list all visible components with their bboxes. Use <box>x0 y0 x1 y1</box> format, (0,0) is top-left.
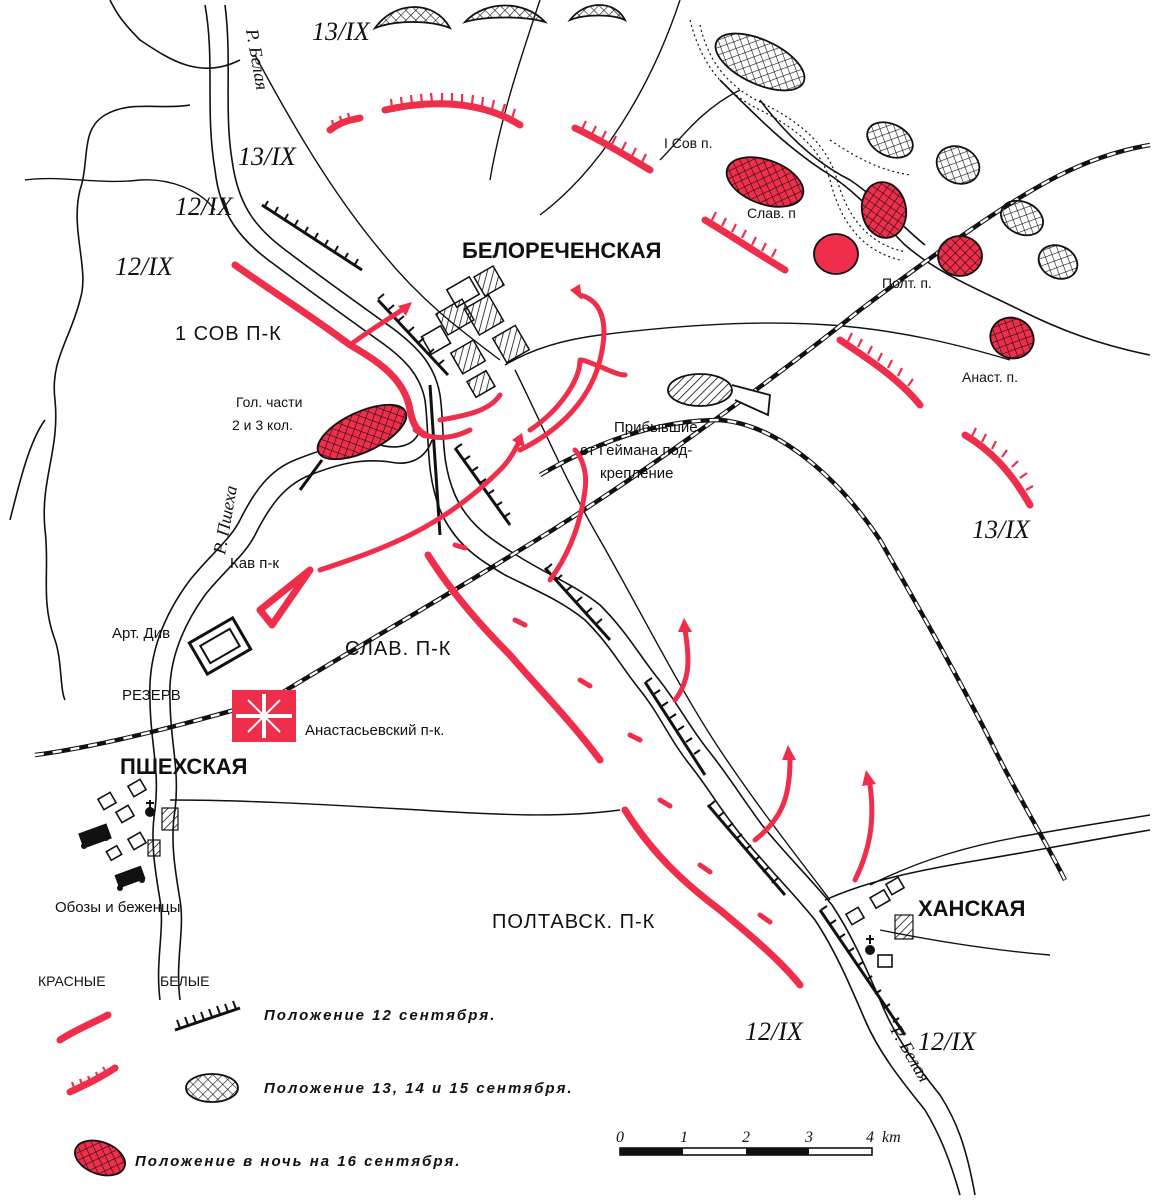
legend-row1-text: Положение 12 сентября. <box>264 1007 496 1024</box>
legend-red-oval-sample <box>74 1139 126 1177</box>
label-anast-p: Анаст. п. <box>962 369 1018 385</box>
red-positions-12-sept <box>187 261 804 989</box>
hill-hatching <box>689 19 911 261</box>
label-pshekhskaya: ПШЕХСКАЯ <box>120 754 247 779</box>
white-positions-12-sept <box>261 200 907 1036</box>
label-anast-regiment: Анастасьевский п-к. <box>305 722 444 739</box>
label-slav-regiment: СЛАВ. П-К <box>345 638 451 660</box>
legend-white-oval-sample <box>185 1073 239 1103</box>
date-12-b: 12/IX <box>115 252 174 281</box>
wagons-icon <box>78 823 146 891</box>
label-trains: Обозы и беженцы <box>55 899 180 916</box>
label-reserve: РЕЗЕРВ <box>122 687 181 704</box>
label-head-parts-1: Гол. части <box>236 394 302 410</box>
legend-row3-text: Положение в ночь на 16 сентября. <box>135 1153 461 1170</box>
map-legend: КРАСНЫЕ БЕЛЫЕ Положение 12 сентября. Пол… <box>38 973 574 1177</box>
legend-red-header: КРАСНЫЕ <box>38 973 106 989</box>
label-river-pshekha: Р. Пшеха <box>209 484 241 557</box>
label-slav-p: Слав. п <box>747 205 796 221</box>
artillery-division-block <box>187 615 253 677</box>
label-khanskaya: ХАНСКАЯ <box>918 896 1025 921</box>
label-reinforcement-1: Прибывшие <box>614 419 698 436</box>
date-12-a: 12/IX <box>175 192 234 221</box>
red-positions-13-15-sept <box>326 92 1034 509</box>
label-cav-regiment: Кав п-к <box>230 555 279 572</box>
date-13-river: 13/IX <box>238 142 297 171</box>
label-poltav-regiment: ПОЛТАВСК. П-К <box>492 911 655 933</box>
scale-tick-3: 3 <box>804 1129 813 1146</box>
date-12-bottom-right: 12/IX <box>918 1027 977 1056</box>
label-sov-1-regiment: 1 СОВ П-К <box>175 323 282 345</box>
town-belorechenskaya-blocks <box>420 264 531 399</box>
legend-red-line-sample <box>56 1011 112 1044</box>
legend-white-header: БЕЛЫЕ <box>160 973 209 989</box>
label-polt-p: Полт. п. <box>882 275 932 291</box>
scale-tick-0: 0 <box>616 1129 624 1146</box>
scale-tick-4: 4 <box>866 1129 874 1146</box>
legend-red-teeth-sample <box>66 1064 119 1096</box>
roads <box>24 0 1151 956</box>
red-advance-arrows <box>317 284 876 925</box>
white-positions-13-15-sept <box>372 4 1079 280</box>
reinforcement-unit <box>667 373 771 417</box>
town-pshekhskaya-blocks <box>96 778 179 862</box>
label-head-parts-2: 2 и 3 кол. <box>232 417 293 433</box>
river-belaya <box>204 4 976 1196</box>
label-belorechenskaya: БЕЛОРЕЧЕНСКАЯ <box>462 238 661 263</box>
legend-white-line-sample <box>174 1006 241 1032</box>
red-positions-night-16-sept <box>298 156 1035 491</box>
date-13-top: 13/IX <box>312 17 371 46</box>
scale-tick-2: 2 <box>742 1129 750 1146</box>
label-river-belaya-top: Р. Белая <box>242 26 273 91</box>
date-13-right: 13/IX <box>972 515 1031 544</box>
legend-row2-text: Положение 13, 14 и 15 сентября. <box>264 1080 574 1097</box>
label-art-div: Арт. Див <box>112 625 170 642</box>
label-sov-1-p: I Сов п. <box>664 135 712 151</box>
scale-tick-1: 1 <box>680 1129 688 1146</box>
label-reinforcement-2: от Геймана под- <box>580 442 692 459</box>
label-reinforcement-3: крепление <box>600 465 673 482</box>
scale-bar: 0 1 2 3 4 km <box>616 1129 901 1156</box>
date-12-bottom-left: 12/IX <box>745 1017 804 1046</box>
scale-unit: km <box>882 1129 901 1146</box>
town-khanskaya-blocks <box>844 876 914 968</box>
